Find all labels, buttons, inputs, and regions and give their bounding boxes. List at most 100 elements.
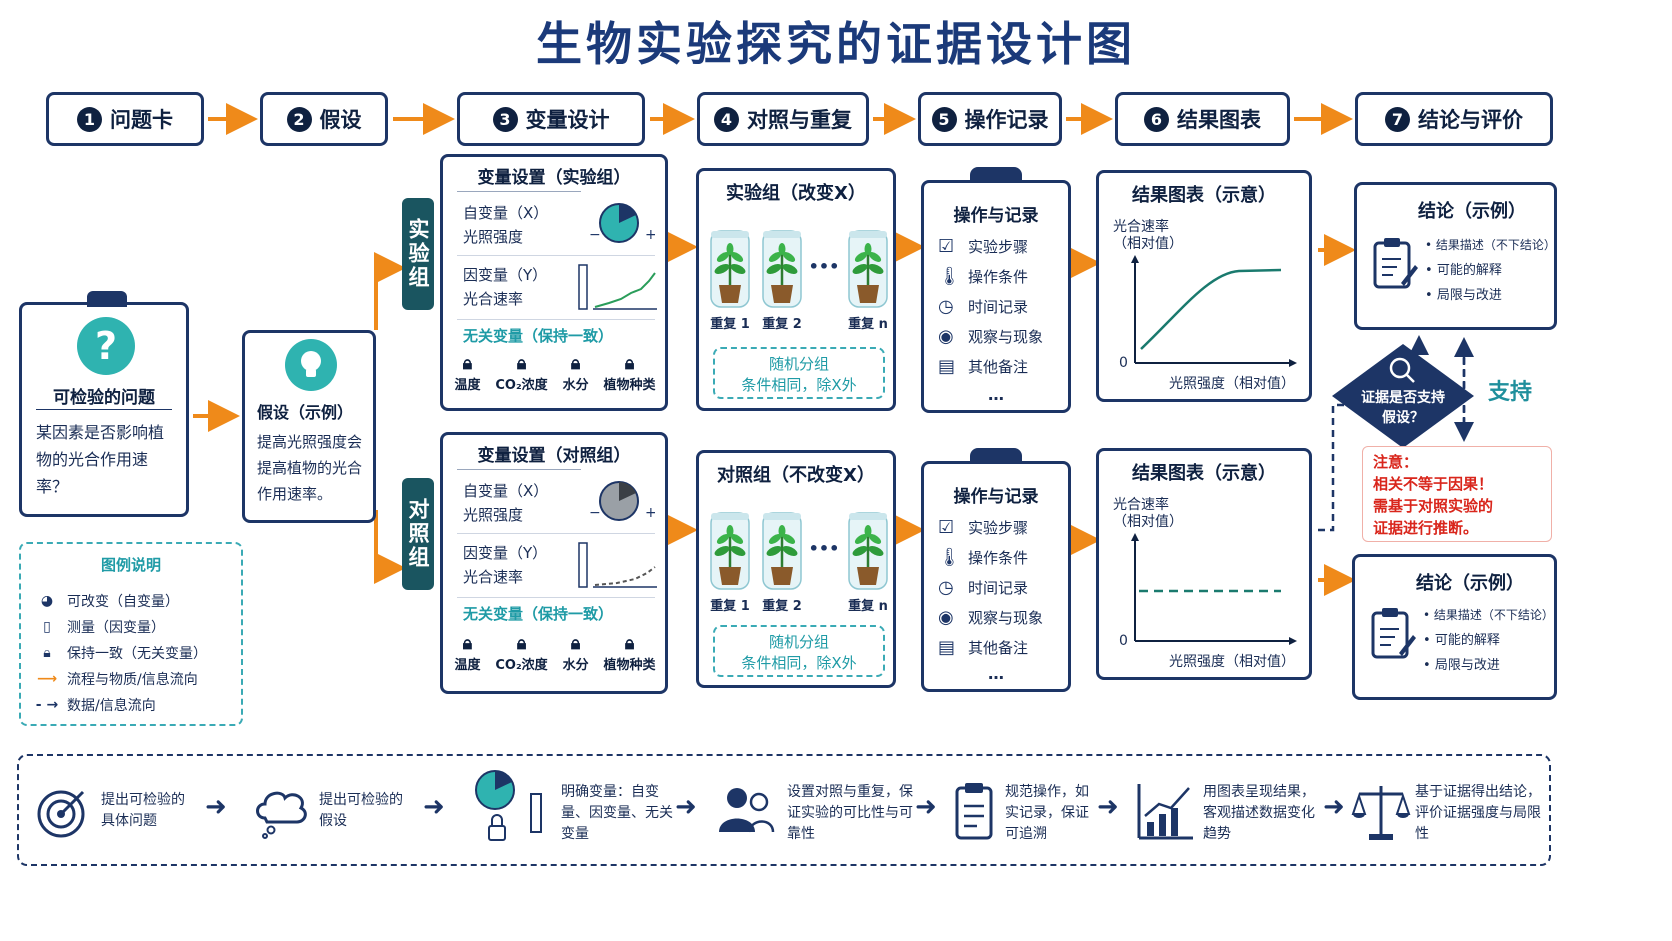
rep-label: 重复 2 [762,317,802,332]
magnifier-icon [1389,357,1411,379]
clipboard-icon [955,783,993,840]
rep-label: 重复 2 [762,599,802,614]
svg-text:−: − [589,227,601,243]
variables-experimental-card: 变量设置（实验组） 自变量（X）光照强度 −+ 因变量（Y）光合速率 无关变量（… [440,154,668,411]
record-list: ☑实验步骤 🌡︎操作条件 ◷时间记录 ◉观察与现象 ▤其他备注 [938,231,1068,381]
step-number: 1 [77,106,102,132]
record-label: 实验步骤 [968,237,1029,256]
lightbulb-icon [285,339,337,391]
legend: 图例说明 ◕可改变（自变量） ▯测量（因变量） 🔒︎保持一致（无关变量） ⟶流程… [19,542,243,726]
controlled-label: CO₂浓度 [495,658,548,673]
step-label: 结论与评价 [1418,108,1523,132]
card-title: 对照组（不改变X） [717,465,875,486]
thermometer-icon: 🌡︎ [938,546,961,568]
svg-text:−: − [589,505,601,521]
conclusion-item: • 局限与改进 [1423,658,1500,673]
y-axis-arrow [1131,533,1139,541]
arrow-right-icon: ➜ [1323,792,1345,822]
clipboard-clip-icon [87,291,127,307]
rep-label: 重复 n [848,317,888,332]
arrow-right-icon: ➜ [423,792,445,822]
potted-plant-icon [762,230,802,308]
controlled-title: 无关变量（保持一致） [463,605,614,623]
variables-control-card: 变量设置（对照组） 自变量（X）光照强度 − + 因变量（Y）光合速率 无关变量（… [440,432,668,694]
lock-icon: 🔒︎ [516,353,527,374]
caution-line: 需基于对照实验的 [1373,497,1494,515]
rising-curve-chart [1131,255,1297,367]
legend-label: 保持一致（无关变量） [67,646,207,662]
control-group-card: 对照组（不改变X） 重复 1 重复 2 ••• 重复 n 随机分组 条件相同，除… [696,450,896,688]
iv-value: 光照强度 [463,506,524,524]
record-label: 操作条件 [968,548,1029,567]
dv-label: 因变量（Y） [463,544,548,562]
divider [457,533,655,534]
potted-plant-icon [710,230,750,308]
record-card: 操作与记录 ☑实验步骤 🌡︎操作条件 ◷时间记录 ◉观察与现象 ▤其他备注 … [921,167,1071,413]
bottom-step-text: 提出可检验的具体问题 [101,792,185,829]
bottom-step-text: 提出可检验的假设 [319,792,403,829]
hypothesis-body: 提高光照强度会提高植物的光合作用速率。 [257,433,363,503]
checkbox-icon: ☑ [938,516,955,538]
y-label-line: （相对值） [1113,236,1183,252]
controlled-label: 植物种类 [603,658,656,673]
question-icon: ? [77,317,135,375]
legend-item: ◕可改变（自变量） [27,588,241,614]
record-item: ☑ 实验步骤 [938,231,1068,261]
lock-icon: 🔒︎ [624,633,635,654]
step-label: 问题卡 [110,108,173,132]
support-label: 支持 [1488,380,1533,405]
random-line: 条件相同，除X外 [741,376,857,394]
controlled-label: CO₂浓度 [495,378,548,393]
conclusion-item: • 结果描述（不下结论） [1423,608,1554,622]
card-title: 实验组（改变X） [726,183,866,204]
divider [457,597,655,598]
x-axis-label: 光照强度（相对值） [1169,654,1295,670]
iv-block: 自变量（X）光照强度 [463,479,548,527]
card-title: 结论（示例） [1416,573,1524,594]
step-7: 7 结论与评价 [1355,92,1553,146]
record-item: 🌡︎操作条件 [938,261,1068,291]
ellipsis: ••• [808,539,840,558]
result-curve [1140,268,1282,350]
card-title: 操作与记录 [953,487,1039,507]
question-title: 可检验的问题 [53,388,155,408]
question-body: 某因素是否影响植物的光合作用速率？ [36,423,165,496]
dv-block: 因变量（Y）光合速率 [463,541,547,589]
record-list: ☑实验步骤 🌡︎操作条件 ◷时间记录 ◉观察与现象 ▤其他备注 [938,512,1068,662]
step-label: 假设 [319,108,362,132]
flow-arrow [374,510,406,584]
controlled-list: 🔒︎温度 🔒︎CO₂浓度 🔒︎水分 🔒︎植物种类 [447,353,663,393]
card-title: 变量设置（对照组） [477,446,631,466]
svg-text:+: + [645,505,655,521]
note-icon: ▤ [938,636,956,658]
step-number: 7 [1385,106,1410,132]
lock-icon: 🔒︎ [624,353,635,374]
bottom-step-text: 明确变量：自变量、因变量、无关变量 [561,784,673,842]
eye-icon: ◉ [938,606,954,628]
result-chart-experimental: 结果图表（示意） 光合速率（相对值） 0 光照强度（相对值） [1096,170,1312,402]
record-item: 🌡︎ 操作条件 [938,542,1068,572]
hypothesis-card: 假设（示例） 提高光照强度会提高植物的光合作用速率。 [242,330,376,523]
thermometer-icon: 🌡︎ [938,265,961,287]
note-icon: ▤ [938,355,956,377]
conclusion-item: • 局限与改进 [1425,288,1502,303]
random-line: 条件相同，除X外 [741,654,857,672]
record-label: 其他备注 [968,357,1029,376]
controlled-label: 水分 [562,658,589,673]
card-title: 变量设置（实验组） [477,168,631,188]
checkbox-icon: ☑ [938,235,955,257]
controlled-item: 🔒︎水分 [563,633,589,673]
y-label-line: 光合速率 [1113,219,1169,235]
caution-line: 相关不等于因果！ [1373,475,1494,493]
ellipsis: ••• [808,257,840,276]
orange-arrow-icon: ⟶ [36,671,58,687]
bottom-step-text: 用图表呈现结果，客观描述数据变化趋势 [1203,784,1315,842]
divider [457,469,581,470]
conclusion-card: 结论（示例） • 结果描述（不下结论） • 可能的解释 • 局限与改进 [1354,182,1557,330]
clipboard-pen-icon [1371,608,1416,659]
random-group-note: 随机分组 条件相同，除X外 [713,347,885,399]
iv-value: 光照强度 [463,228,524,246]
legend-item: 🔒︎保持一致（无关变量） [27,640,241,666]
step-label: 操作记录 [964,108,1049,132]
